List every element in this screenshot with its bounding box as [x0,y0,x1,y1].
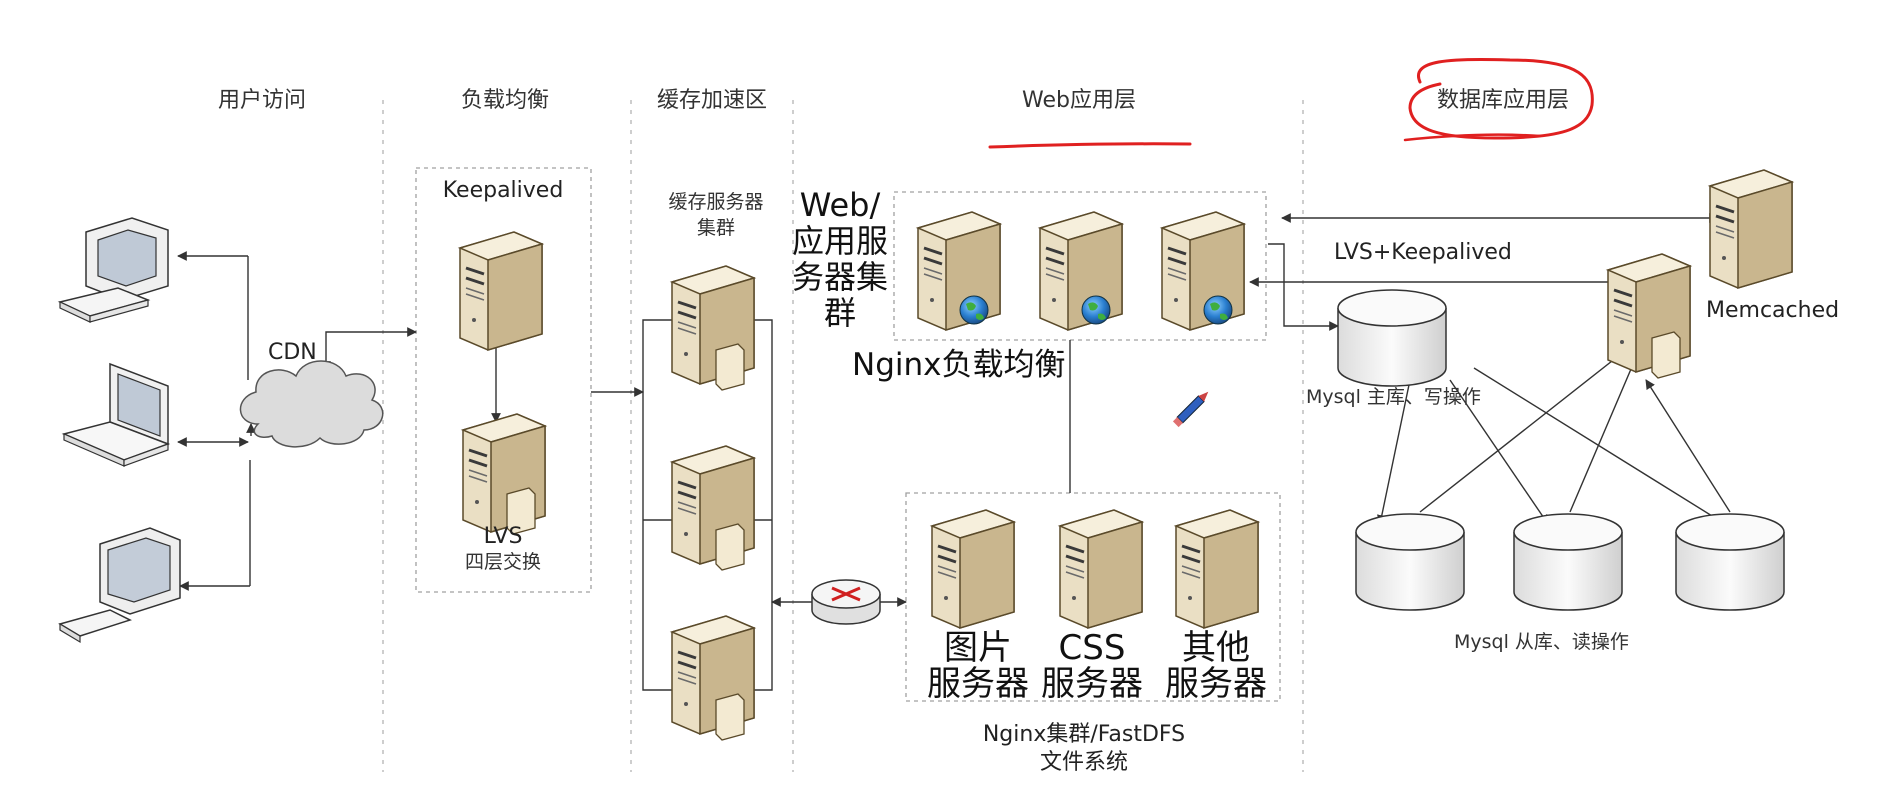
crt-computer-icon [58,527,181,644]
nginx-lb-label: Nginx负载均衡 [852,347,1066,383]
mysql-master-label: Mysql 主库、写操作 [1306,386,1481,408]
laptop-icon [61,362,171,467]
web-underline-annotation [988,142,1192,149]
fs-label-1: Nginx集群/FastDFS [982,722,1186,747]
web-cluster-label-3: 务器集 [791,258,889,296]
database-icon [1337,289,1447,387]
cdn-label: CDN [268,340,317,365]
database-icon [1513,513,1623,611]
lvs-keepalived-label: LVS+Keepalived [1334,240,1512,265]
server-icon [1174,508,1260,630]
server-icon [1708,168,1794,290]
server-icon [1038,210,1124,332]
keepalived-label: Keepalived [442,178,564,203]
header-user-access: 用户访问 [217,88,307,113]
pencil-icon [1172,391,1209,428]
router-icon [811,579,881,625]
fs-label-2: 文件系统 [1039,750,1129,775]
database-icon [1675,513,1785,611]
cloud-icon [239,360,384,448]
server-icon [670,264,756,391]
lvs-label: LVS [483,524,523,549]
css-server-label-2: 服务器 [1041,664,1143,704]
server-icon [930,508,1016,630]
server-icon [458,230,544,352]
connectors [177,213,1731,691]
db-circle-annotation [1408,57,1594,140]
mysql-slave-label: Mysql 从库、读操作 [1454,631,1629,653]
database-icon [1355,513,1465,611]
server-icon [670,444,756,571]
column-dividers [382,100,1304,772]
cache-cluster-label-1: 缓存服务器 [668,191,764,213]
memcached-label: Memcached [1706,298,1840,323]
img-server-label-1: 图片 [944,628,1012,668]
web-cluster-label-4: 群 [823,294,857,332]
server-icon [670,614,756,741]
other-server-label-2: 服务器 [1165,664,1267,704]
server-icon [1058,508,1144,630]
server-icon [461,412,547,535]
web-cluster-label-1: Web/ [799,186,881,224]
header-web-layer: Web应用层 [1022,88,1136,113]
server-icon [916,210,1002,332]
server-icon [1160,210,1246,332]
css-server-label-1: CSS [1058,628,1126,668]
other-server-label-1: 其他 [1182,628,1250,668]
cache-cluster-label-2: 集群 [696,217,736,239]
lvs-sub-label: 四层交换 [464,551,542,573]
header-db-layer: 数据库应用层 [1436,88,1570,113]
web-cluster-label-2: 应用服 [791,222,889,260]
desktop-computer-icon [57,217,169,323]
header-cache-zone: 缓存加速区 [656,88,768,113]
server-icon [1606,252,1692,379]
header-load-balance: 负载均衡 [460,88,550,113]
group-boxes [415,167,1281,702]
img-server-label-2: 服务器 [927,664,1029,704]
db-underline-annotation [1403,133,1542,142]
